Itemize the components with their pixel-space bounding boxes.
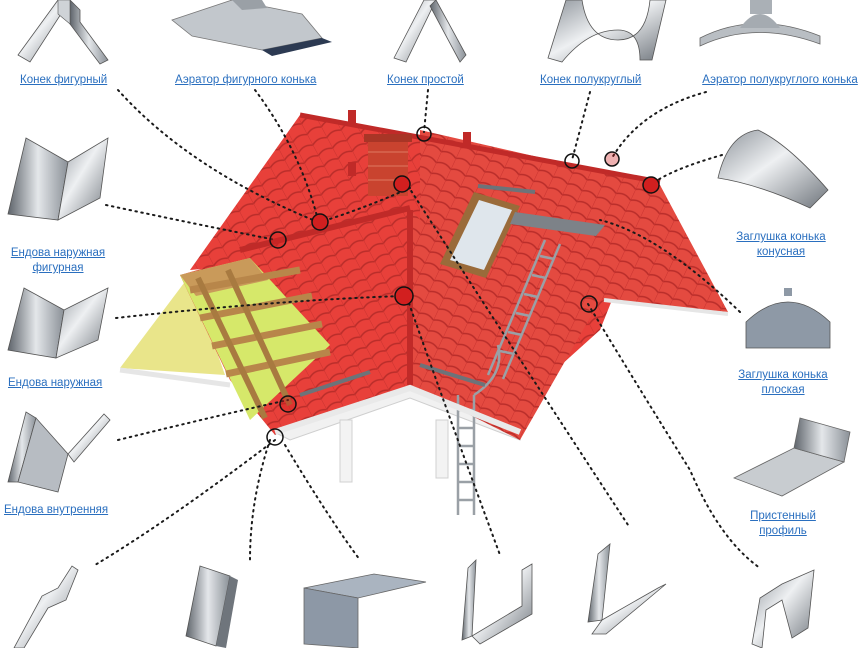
- marker-valley-outer: [394, 286, 414, 306]
- marker-ridge-figured: [311, 213, 329, 231]
- aerator-figured-icon: [171, 0, 332, 56]
- end-strip-icon: [303, 573, 427, 648]
- flashing-strip-icon: [461, 558, 533, 645]
- marker-aerator-semicircular: [604, 151, 620, 167]
- marker-ridge-simple: [416, 126, 432, 142]
- marker-cap-flat: [580, 295, 598, 313]
- roof-ladder: [486, 239, 562, 380]
- house-illustration: [119, 110, 729, 515]
- label-valley-inner[interactable]: Ендова внутренняя: [4, 504, 109, 516]
- label-valley-outer-figured[interactable]: Ендова наружная фигурная: [10, 247, 106, 274]
- marker-cap-conical: [642, 176, 660, 194]
- label-ridge-simple[interactable]: Конек простой: [387, 74, 464, 86]
- gutter: [274, 384, 522, 435]
- front-right-roof-plane: [410, 210, 540, 440]
- label-aerator-figured[interactable]: Аэратор фигурного конька: [175, 74, 317, 86]
- label-ridge-figured[interactable]: Конек фигурный: [20, 74, 108, 86]
- ridge-semicircular-icon: [547, 0, 667, 63]
- marker-valley-inner: [279, 395, 297, 413]
- valley-outer-icon: [7, 287, 109, 359]
- label-valley-outer[interactable]: Ендова наружная: [8, 377, 103, 389]
- label-cap-conical[interactable]: Заглушка конька конусная: [736, 231, 826, 258]
- marker-ridge-semicircular: [564, 153, 580, 169]
- valley-outer-figured-icon: [7, 137, 109, 221]
- snow-bar-icon: [751, 569, 815, 648]
- drip-edge-icon: [13, 565, 79, 648]
- label-wall-profile[interactable]: Пристенный профиль: [750, 510, 816, 537]
- abutment-strip-icon: [587, 543, 667, 635]
- aerator-semicircular-icon: [699, 0, 821, 47]
- label-aerator-semicircular[interactable]: Аэратор полукруглого конька: [702, 74, 858, 86]
- snow-guard-right: [419, 363, 486, 387]
- valley-inner-icon: [7, 411, 111, 493]
- ridge-simple-icon: [393, 0, 467, 63]
- main-ridge: [299, 112, 661, 185]
- marker-gutter: [266, 428, 284, 446]
- cap-flat-icon: [745, 288, 831, 349]
- roof-walkway: [510, 212, 605, 236]
- leader-lines: [94, 89, 761, 569]
- marker-chimney: [393, 175, 411, 193]
- cap-conical-icon: [717, 129, 829, 209]
- markers: [266, 126, 660, 446]
- label-ridge-semicircular[interactable]: Конек полукруглый: [540, 74, 642, 86]
- marker-valley-outer-figured: [269, 231, 287, 249]
- wall-profile-icon: [733, 417, 851, 497]
- eaves-strip-icon: [185, 565, 238, 648]
- label-cap-flat[interactable]: Заглушка конька плоская: [738, 369, 828, 396]
- snow-guard-left: [299, 370, 371, 397]
- ridge-figured-icon: [17, 0, 109, 65]
